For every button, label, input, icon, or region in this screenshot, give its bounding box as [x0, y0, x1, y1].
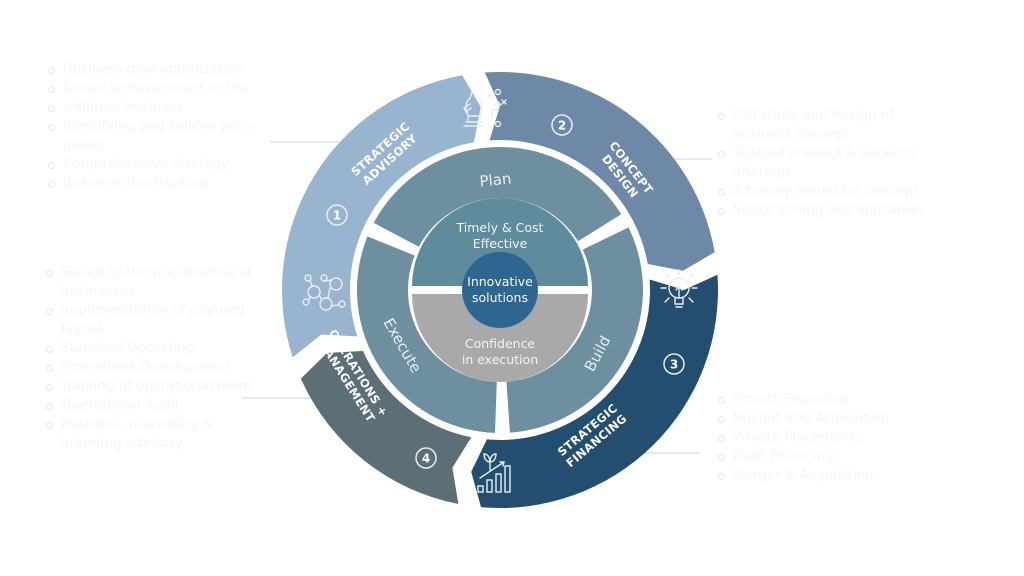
- segment-2-number-badge: [551, 114, 573, 136]
- bullet-item: Procedures Development: [44, 358, 264, 377]
- segment-1-band: [282, 75, 481, 358]
- bullet-item: Merger & Acquisition: [716, 466, 916, 485]
- bullet-item: Business Bio-Hacking: [46, 174, 286, 193]
- lightbulb-ideas-icon: [660, 269, 698, 308]
- phase-execute-band: [357, 236, 497, 433]
- bullet-item: Space zoning and allocation: [716, 201, 956, 220]
- bullet-item: Buyout and Acquisition: [716, 409, 916, 428]
- bullet-item: Business goal optimization: [46, 60, 286, 79]
- core-bottom-half: [412, 294, 588, 382]
- bullet-item: Comprehensive strategy: [46, 155, 286, 174]
- bullet-item: Tailored product & services offerings: [716, 144, 956, 182]
- bullet-item: Full study and design of business concep…: [716, 106, 956, 144]
- segment-1-number: 1: [333, 209, 341, 223]
- bullet-item: Suited to newcomers in the: [46, 79, 286, 98]
- bullet-item: Implementation of planned layout: [44, 301, 264, 339]
- bullet-item: Training of operational team: [44, 377, 264, 396]
- segment-2-bullets: Full study and design of business concep…: [716, 106, 956, 220]
- bullet-item: Identifying and solving pain points: [46, 117, 286, 155]
- phase-plan-band: [373, 147, 622, 247]
- chess-knight-strategy-icon: [463, 88, 507, 128]
- bullet-item: Debt Financing: [716, 447, 916, 466]
- team-network-icon: [302, 274, 346, 311]
- segment-4-number: 4: [422, 452, 430, 466]
- bullet-item: Business, marketing & branding advisory: [44, 415, 264, 453]
- segment-2-number: 2: [558, 119, 566, 133]
- phase-plan-label: Plan: [479, 169, 513, 190]
- phase-build-band: [506, 227, 643, 433]
- center-circle: [462, 252, 538, 328]
- segment-1-number-badge: [326, 204, 348, 226]
- core-top-half: [412, 198, 588, 286]
- bullet-item: Operational Audit: [44, 396, 264, 415]
- segment-3-number-badge: [663, 353, 685, 375]
- bullet-item: Suited to the pre-opening of businesses: [44, 263, 264, 301]
- segment-3-band: [471, 274, 718, 508]
- segment-2-band: [484, 71, 715, 271]
- segment-3-number: 3: [670, 358, 678, 372]
- segment-4-band: [300, 351, 472, 504]
- segment-4-number-badge: [415, 447, 437, 469]
- bullet-item: wellness business: [46, 98, 286, 117]
- bullet-item: Private Placements: [716, 428, 916, 447]
- bullet-item: Advisory model for concept: [716, 182, 956, 201]
- growth-chart-plant-icon: [477, 453, 511, 493]
- bullet-item: Project Financing: [716, 390, 916, 409]
- bullet-item: Standard Operating: [44, 339, 264, 358]
